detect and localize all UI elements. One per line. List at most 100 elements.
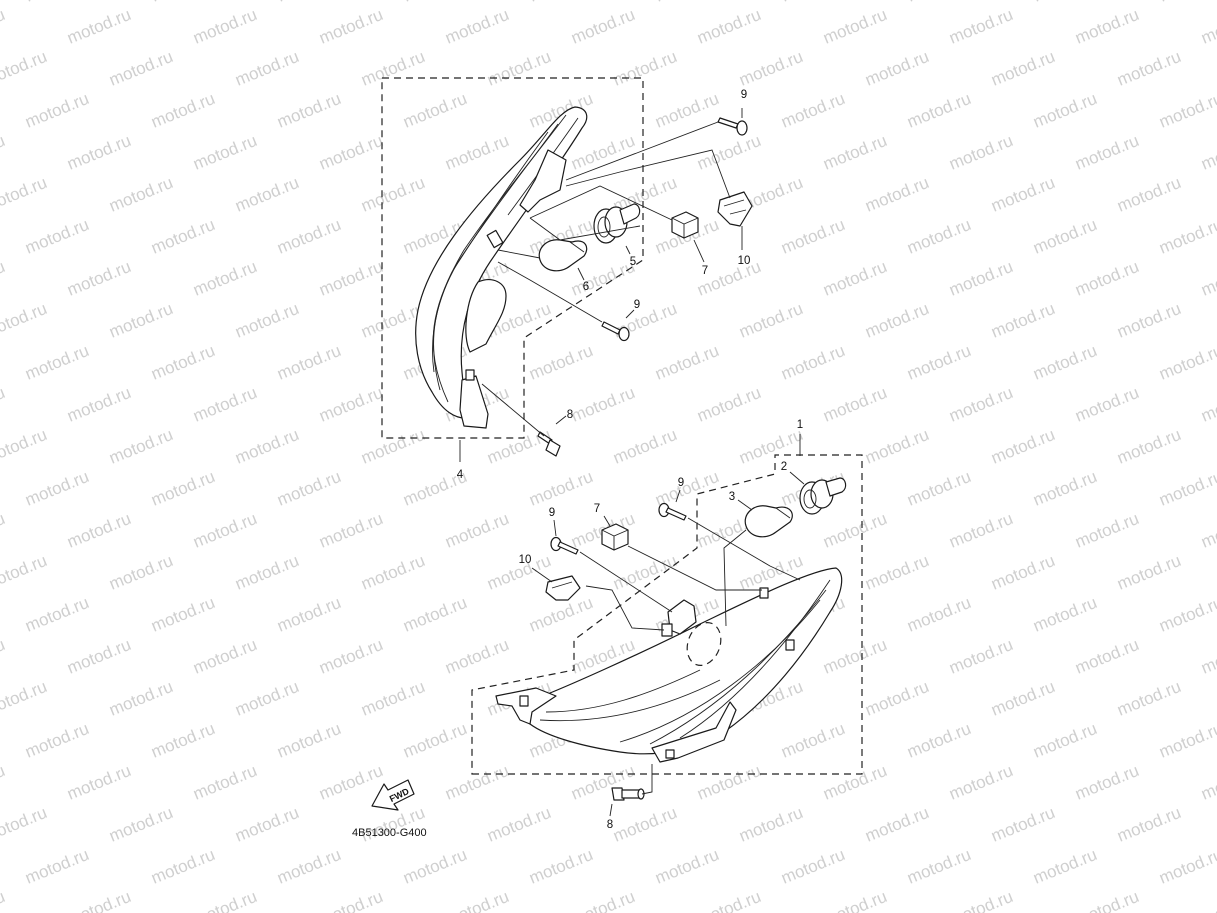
watermark-text: motod.ru [0,257,8,300]
watermark-text: motod.ru [1198,5,1217,48]
watermark-text: motod.ru [232,173,301,216]
watermark-text: motod.ru [484,803,553,846]
watermark-text: motod.ru [232,803,301,846]
watermark-text: motod.ru [652,89,721,132]
watermark-text: motod.ru [862,173,931,216]
bulb-socket [593,203,641,244]
watermark-text: motod.ru [316,383,385,426]
watermark-text: motod.ru [274,593,343,636]
watermark-text: motod.ru [862,299,931,342]
watermark-text: motod.ru [904,845,973,888]
watermark-text: motod.ru [22,215,91,258]
watermark-text: motod.ru [1072,635,1141,678]
watermark-text: motod.ru [736,425,805,468]
rubber-pad-lower [601,523,629,551]
bulb [538,239,588,272]
watermark-text: motod.ru [316,131,385,174]
watermark-text: motod.ru [1030,845,1099,888]
watermark-text: motod.ru [0,803,50,846]
bolt-upper [537,431,561,457]
watermark-text: motod.ru [820,257,889,300]
watermark-text: motod.ru [316,509,385,552]
watermark-text: motod.ru [1114,299,1183,342]
watermark-text: motod.ru [1114,173,1183,216]
watermark-text: motod.ru [568,887,637,913]
watermark-text: motod.ru [1198,383,1217,426]
watermark-text: motod.ru [1198,509,1217,552]
watermark-text: motod.ru [190,761,259,804]
watermark-text: motod.ru [1114,677,1183,720]
watermark-text: motod.ru [274,719,343,762]
screw-lower-right [658,502,687,521]
watermark-text: motod.ru [148,467,217,510]
watermark-text: motod.ru [652,0,721,6]
watermark-text: motod.ru [904,341,973,384]
watermark-text: motod.ru [148,341,217,384]
watermark-text: motod.ru [904,0,973,6]
watermark-text: motod.ru [22,593,91,636]
watermark-text: motod.ru [1030,593,1099,636]
watermark-text: motod.ru [0,299,50,342]
watermark-text: motod.ru [148,89,217,132]
watermark-text: motod.ru [64,383,133,426]
watermark-text: motod.ru [904,467,973,510]
watermark-text: motod.ru [274,467,343,510]
watermark-text: motod.ru [1030,467,1099,510]
watermark-text: motod.ru [0,5,8,48]
watermark-text: motod.ru [1198,257,1217,300]
screw-upper [717,117,748,136]
watermark-text: motod.ru [232,47,301,90]
watermark-text: motod.ru [652,341,721,384]
watermark-text: motod.ru [106,173,175,216]
watermark-text: motod.ru [736,803,805,846]
watermark-text: motod.ru [22,467,91,510]
watermark-text: motod.ru [610,425,679,468]
watermark-text: motod.ru [946,5,1015,48]
watermark-text: motod.ru [904,89,973,132]
rubber-pad [671,211,699,239]
watermark-text: motod.ru [820,131,889,174]
watermark-text: motod.ru [778,341,847,384]
watermark-text: motod.ru [1198,131,1217,174]
watermark-text: motod.ru [1156,215,1217,258]
watermark-text: motod.ru [946,383,1015,426]
watermark-text: motod.ru [1114,47,1183,90]
watermark-text: motod.ru [1156,467,1217,510]
callout-5: 5 [630,256,636,268]
watermark-text: motod.ru [946,635,1015,678]
watermark-text: motod.ru [820,509,889,552]
callout-3: 3 [729,491,735,503]
watermark-text: motod.ru [232,677,301,720]
bolt-lower [611,787,645,801]
watermark-text: motod.ru [400,89,469,132]
watermark-text: motod.ru [400,719,469,762]
watermark-text: motod.ru [1114,425,1183,468]
watermark-text: motod.ru [0,635,8,678]
watermark-text: motod.ru [64,131,133,174]
watermark-text: motod.ru [442,131,511,174]
watermark-text: motod.ru [106,425,175,468]
watermark-text: motod.ru [400,593,469,636]
callout-9-middle: 9 [634,299,640,311]
watermark-text: motod.ru [1072,131,1141,174]
watermark-text: motod.ru [442,509,511,552]
watermark-text: motod.ru [0,761,8,804]
watermark-text: motod.ru [64,887,133,913]
watermark-text: motod.ru [1030,719,1099,762]
watermark-text: motod.ru [946,257,1015,300]
watermark-text: motod.ru [232,551,301,594]
watermark-text: motod.ru [652,845,721,888]
watermark-text: motod.ru [316,5,385,48]
callout-4: 4 [457,469,464,481]
upper-turn-signal-assembly [381,77,753,462]
watermark-text: motod.ru [1156,593,1217,636]
watermark-text: motod.ru [148,593,217,636]
callout-labels: 1 2 3 4 5 6 7 7 8 8 9 9 9 9 10 10 [457,89,803,831]
watermark-text: motod.ru [0,551,50,594]
watermark-text: motod.ru [106,299,175,342]
watermark-text: motod.ru [736,299,805,342]
watermark-text: motod.ru [694,5,763,48]
bulb-lower [744,505,793,538]
upper-assembly-boundary [381,77,644,439]
